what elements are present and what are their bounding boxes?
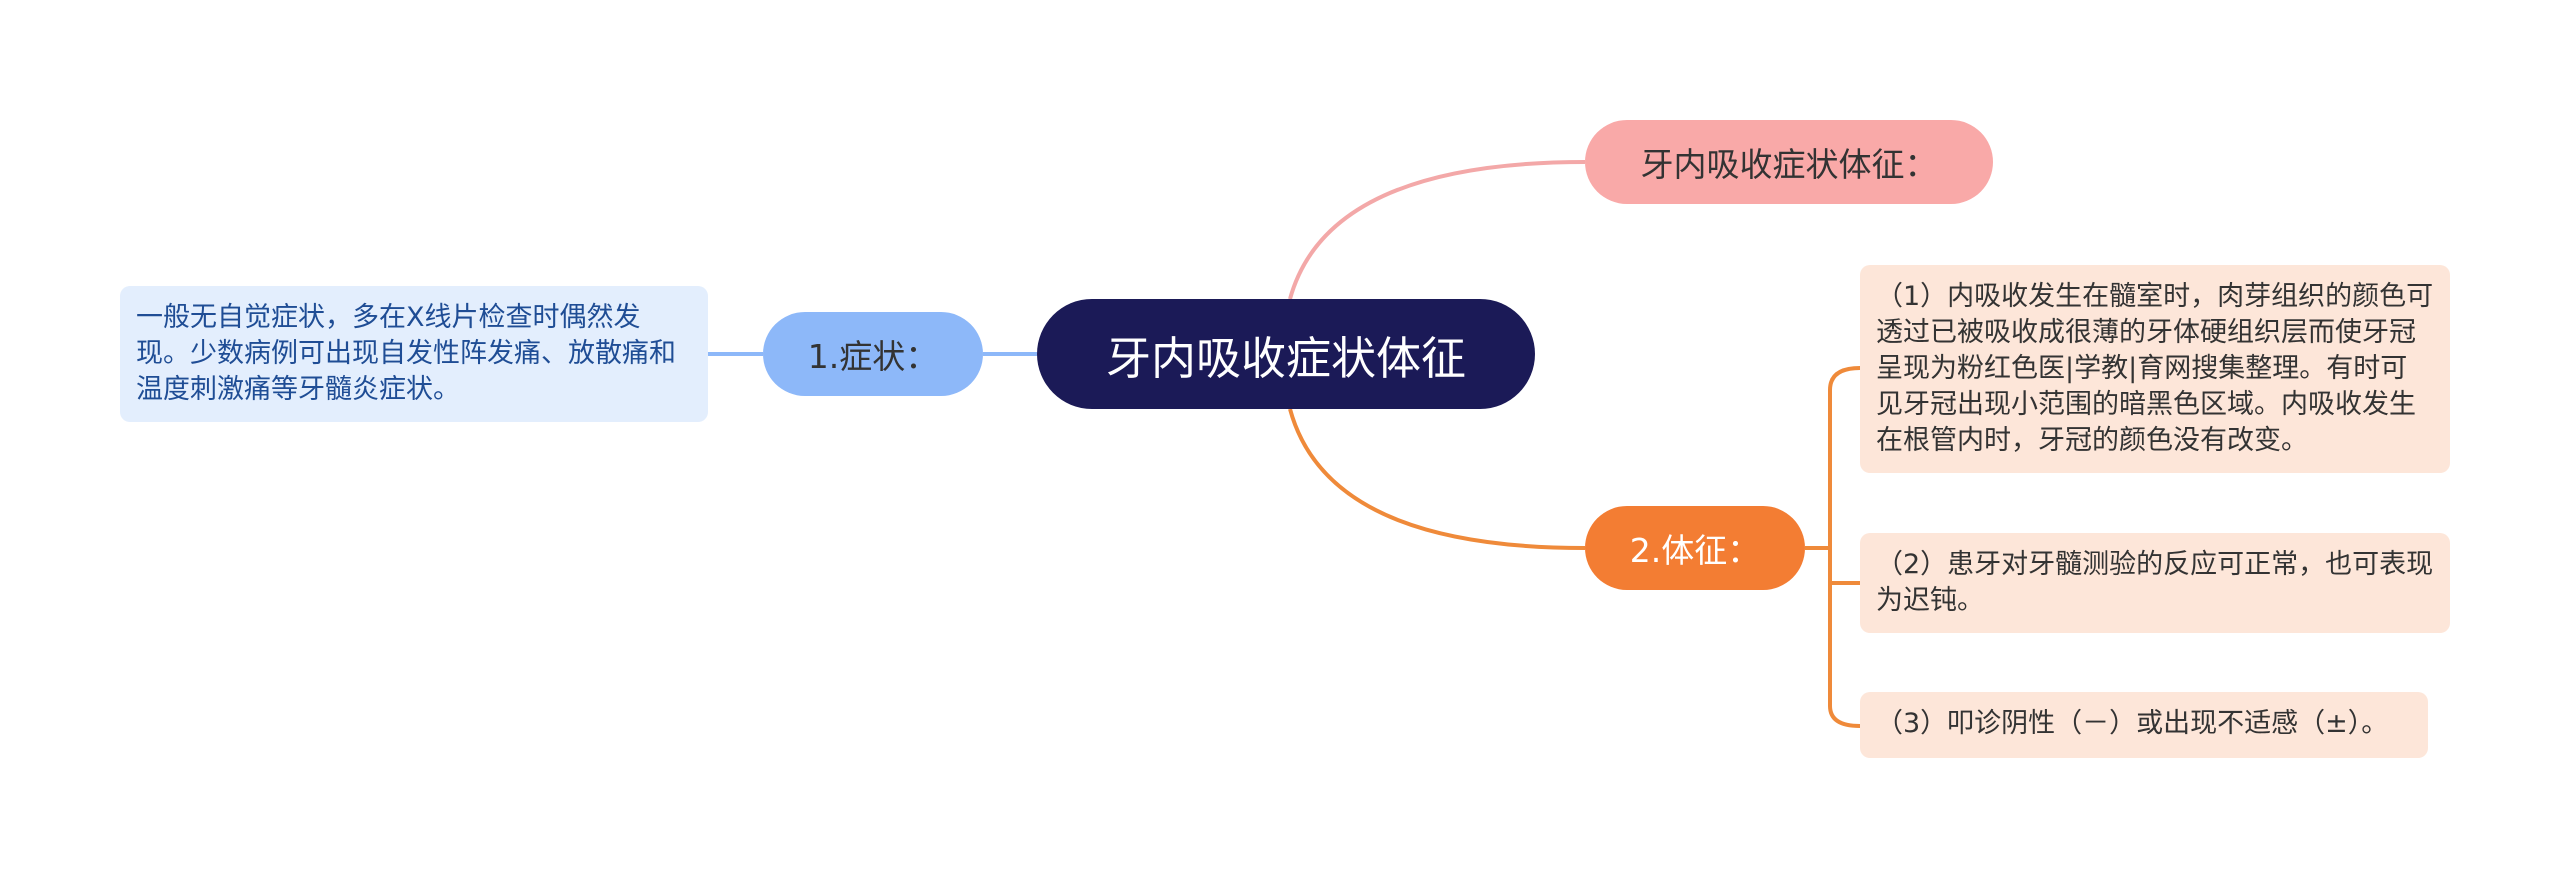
central-topic-label: 牙内吸收症状体征 (1105, 331, 1466, 385)
link-center-to-title (1288, 160, 1586, 300)
branch-signs-label: 2.体征： (1629, 531, 1761, 570)
branch-symptom-node[interactable]: 1.症状： (763, 312, 983, 396)
branch-signs-node[interactable]: 2.体征： (1585, 506, 1805, 590)
branch-title-node[interactable]: 牙内吸收症状体征： (1585, 120, 1993, 204)
sign-item-2-text: （2）患牙对牙髓测验的反应可正常，也可表现为迟钝。 (1876, 549, 2434, 616)
link-signs-to-items (1805, 366, 1861, 728)
sign-item-1-text: （1）内吸收发生在髓室时，肉芽组织的颜色可透过已被吸收成很薄的牙体硬组织层而使牙… (1876, 281, 2434, 456)
symptom-detail-text: 一般无自觉症状，多在X线片检查时偶然发现。少数病例可出现自发性阵发痛、放散痛和温… (136, 302, 676, 405)
branch-symptom-label: 1.症状： (807, 337, 939, 376)
sign-item-2-box[interactable]: （2）患牙对牙髓测验的反应可正常，也可表现为迟钝。 (1860, 533, 2450, 633)
symptom-detail-box[interactable]: 一般无自觉症状，多在X线片检查时偶然发现。少数病例可出现自发性阵发痛、放散痛和温… (120, 286, 708, 422)
link-center-to-signs (1288, 408, 1586, 550)
branch-title-label: 牙内吸收症状体征： (1640, 145, 1938, 184)
sign-item-3-box[interactable]: （3）叩诊阴性（－）或出现不适感（±）。 (1860, 692, 2428, 758)
sign-item-1-box[interactable]: （1）内吸收发生在髓室时，肉芽组织的颜色可透过已被吸收成很薄的牙体硬组织层而使牙… (1860, 265, 2450, 473)
central-topic[interactable]: 牙内吸收症状体征 (1037, 299, 1535, 409)
sign-item-3-text: （3）叩诊阴性（－）或出现不适感（±）。 (1876, 708, 2389, 739)
